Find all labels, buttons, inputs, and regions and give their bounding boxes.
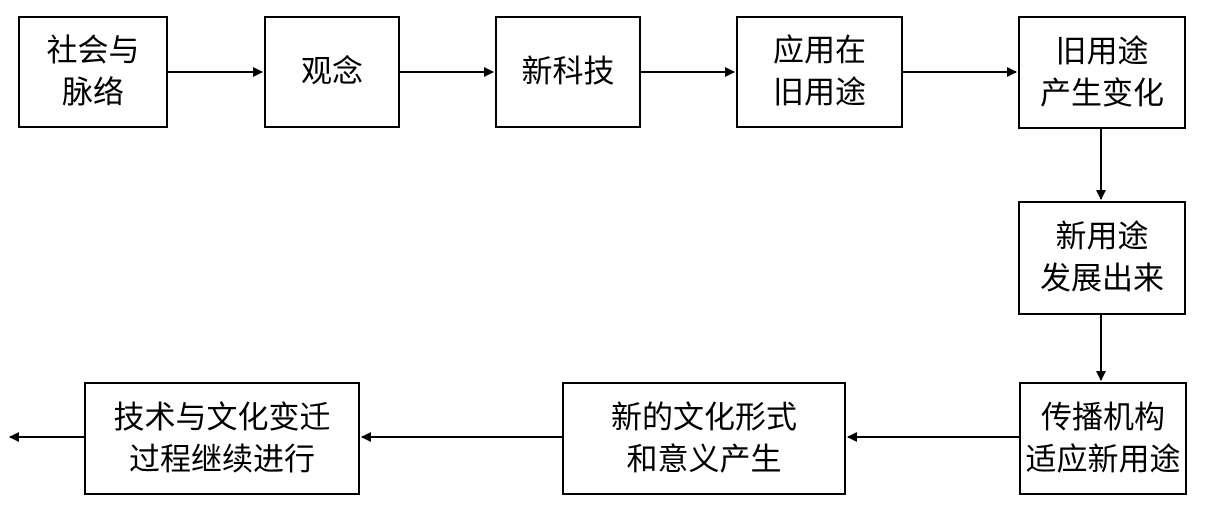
node-process-continues: 技术与文化变迁 过程继续进行 <box>84 382 360 495</box>
node-social-context: 社会与 脉络 <box>18 16 168 128</box>
node-process-continues-label: 技术与文化变迁 过程继续进行 <box>113 399 331 478</box>
node-apply-old-use-label: 应用在 旧用途 <box>773 33 866 111</box>
node-new-tech: 新科技 <box>495 16 641 128</box>
node-old-use-change: 旧用途 产生变化 <box>1018 16 1186 129</box>
node-concept: 观念 <box>264 16 400 128</box>
node-institutions-adapt-label: 传播机构 适应新用途 <box>1025 399 1181 478</box>
node-institutions-adapt: 传播机构 适应新用途 <box>1019 382 1187 495</box>
node-social-context-label: 社会与 脉络 <box>46 33 140 111</box>
node-new-culture-forms-label: 新的文化形式 和意义产生 <box>611 399 797 478</box>
node-old-use-change-label: 旧用途 产生变化 <box>1040 33 1164 112</box>
node-concept-label: 观念 <box>301 54 363 90</box>
node-apply-old-use: 应用在 旧用途 <box>736 16 903 128</box>
node-new-culture-forms: 新的文化形式 和意义产生 <box>562 382 846 495</box>
node-new-tech-label: 新科技 <box>521 54 615 90</box>
node-new-use-develop: 新用途 发展出来 <box>1018 201 1186 315</box>
node-new-use-develop-label: 新用途 发展出来 <box>1040 219 1164 297</box>
